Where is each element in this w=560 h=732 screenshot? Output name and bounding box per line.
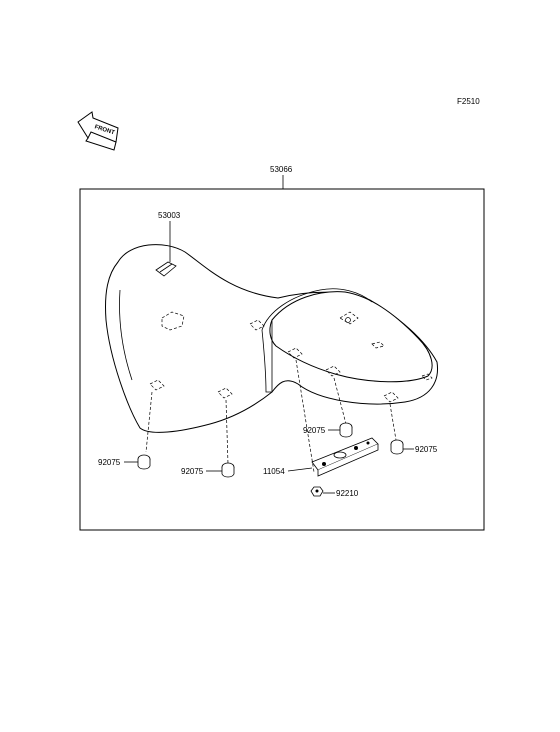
label-92075-mid: 92075 — [181, 467, 204, 476]
label-92075-left: 92075 — [98, 458, 121, 467]
damper-left — [137, 454, 151, 470]
label-92075-right-inner: 92075 — [303, 426, 326, 435]
cover-patch — [155, 261, 177, 277]
assembly-frame — [79, 188, 485, 531]
nut — [310, 486, 324, 497]
label-92210: 92210 — [336, 489, 359, 498]
damper-right-outer — [390, 439, 404, 455]
label-92075-right-outer: 92075 — [415, 445, 438, 454]
mount-hints — [145, 311, 433, 473]
damper-mid — [221, 462, 235, 478]
label-53066: 53066 — [270, 165, 293, 174]
front-arrow-icon: FRONT — [77, 111, 119, 151]
damper-right-inner — [339, 422, 353, 438]
bracket — [311, 437, 379, 477]
label-11054: 11054 — [263, 467, 285, 476]
label-53003: 53003 — [158, 211, 181, 220]
seat — [105, 244, 439, 433]
figure-code: F2510 — [457, 97, 480, 106]
